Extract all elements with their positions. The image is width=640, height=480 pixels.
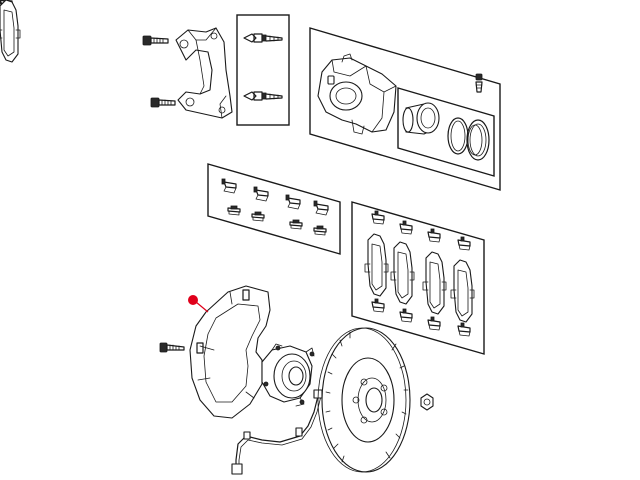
caliper-mount-bolt-lower[interactable] [150, 97, 176, 108]
anti-rattle-clip-kit-box [207, 163, 341, 255]
brake-pads[interactable] [0, 0, 475, 323]
brake-dust-shield[interactable] [189, 285, 271, 419]
piston-dust-boot[interactable] [466, 119, 490, 161]
hub-bearing-assembly[interactable] [261, 343, 315, 407]
guide-pin-lower[interactable] [243, 91, 283, 101]
brake-pad-kit-box [351, 201, 485, 355]
callout-marker [188, 295, 209, 313]
guide-pin-upper[interactable] [243, 33, 283, 43]
caliper-adapter-bracket[interactable] [175, 27, 233, 119]
dust-shield-bolt[interactable] [159, 342, 185, 353]
bleeder-screw[interactable] [475, 73, 483, 93]
guide-pin-kit-box [236, 14, 290, 126]
caliper-mount-bolt-upper[interactable] [142, 35, 169, 46]
brake-rotor[interactable] [317, 327, 411, 473]
hub-nut[interactable] [420, 393, 434, 411]
brake-caliper[interactable] [317, 53, 397, 135]
caliper-piston[interactable] [402, 102, 440, 135]
